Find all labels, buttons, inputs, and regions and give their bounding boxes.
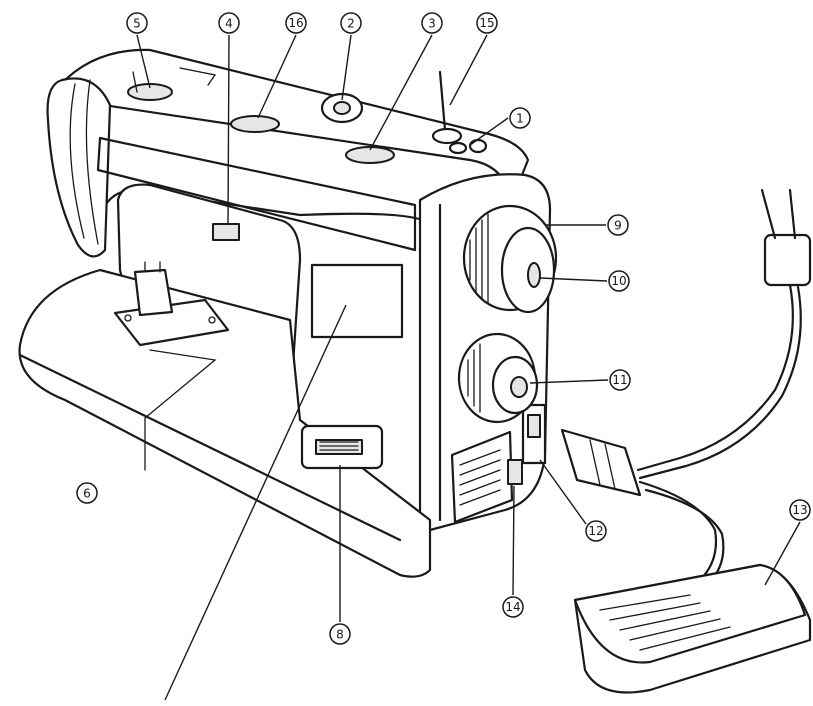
top-details: [127, 67, 488, 164]
svg-text:12: 12: [588, 524, 603, 538]
callout-6: 6: [76, 482, 98, 504]
callout-4: 4: [218, 12, 240, 34]
callout-1: 1: [509, 107, 531, 129]
callout-10: 10: [608, 270, 630, 292]
svg-text:5: 5: [133, 17, 141, 31]
pattern-dial: [462, 204, 558, 314]
callout-5: 5: [126, 12, 148, 34]
svg-text:16: 16: [288, 16, 303, 30]
leader-lines: [136, 34, 801, 701]
callout-9: 9: [607, 214, 629, 236]
callout-15: 15: [476, 12, 498, 34]
callout-8: 8: [329, 623, 351, 645]
svg-text:8: 8: [336, 628, 344, 642]
foot-controller: [573, 563, 812, 694]
svg-text:9: 9: [614, 219, 622, 233]
callout-14: 14: [502, 596, 524, 618]
svg-text:1: 1: [516, 112, 524, 126]
svg-text:13: 13: [792, 503, 807, 517]
callout-2: 2: [340, 12, 362, 34]
power-cord: [560, 188, 812, 586]
svg-text:3: 3: [428, 17, 436, 31]
svg-text:15: 15: [479, 16, 494, 30]
svg-text:14: 14: [505, 600, 520, 614]
handwheel: [457, 332, 539, 424]
svg-text:10: 10: [611, 274, 626, 288]
callout-12: 12: [585, 520, 607, 542]
svg-text:11: 11: [612, 373, 627, 387]
callout-16: 16: [285, 12, 307, 34]
callout-13: 13: [789, 499, 811, 521]
svg-text:4: 4: [225, 17, 233, 31]
callout-11: 11: [609, 369, 631, 391]
svg-text:2: 2: [347, 17, 355, 31]
svg-text:6: 6: [83, 487, 91, 501]
callout-3: 3: [421, 12, 443, 34]
machine-body: [18, 48, 552, 578]
